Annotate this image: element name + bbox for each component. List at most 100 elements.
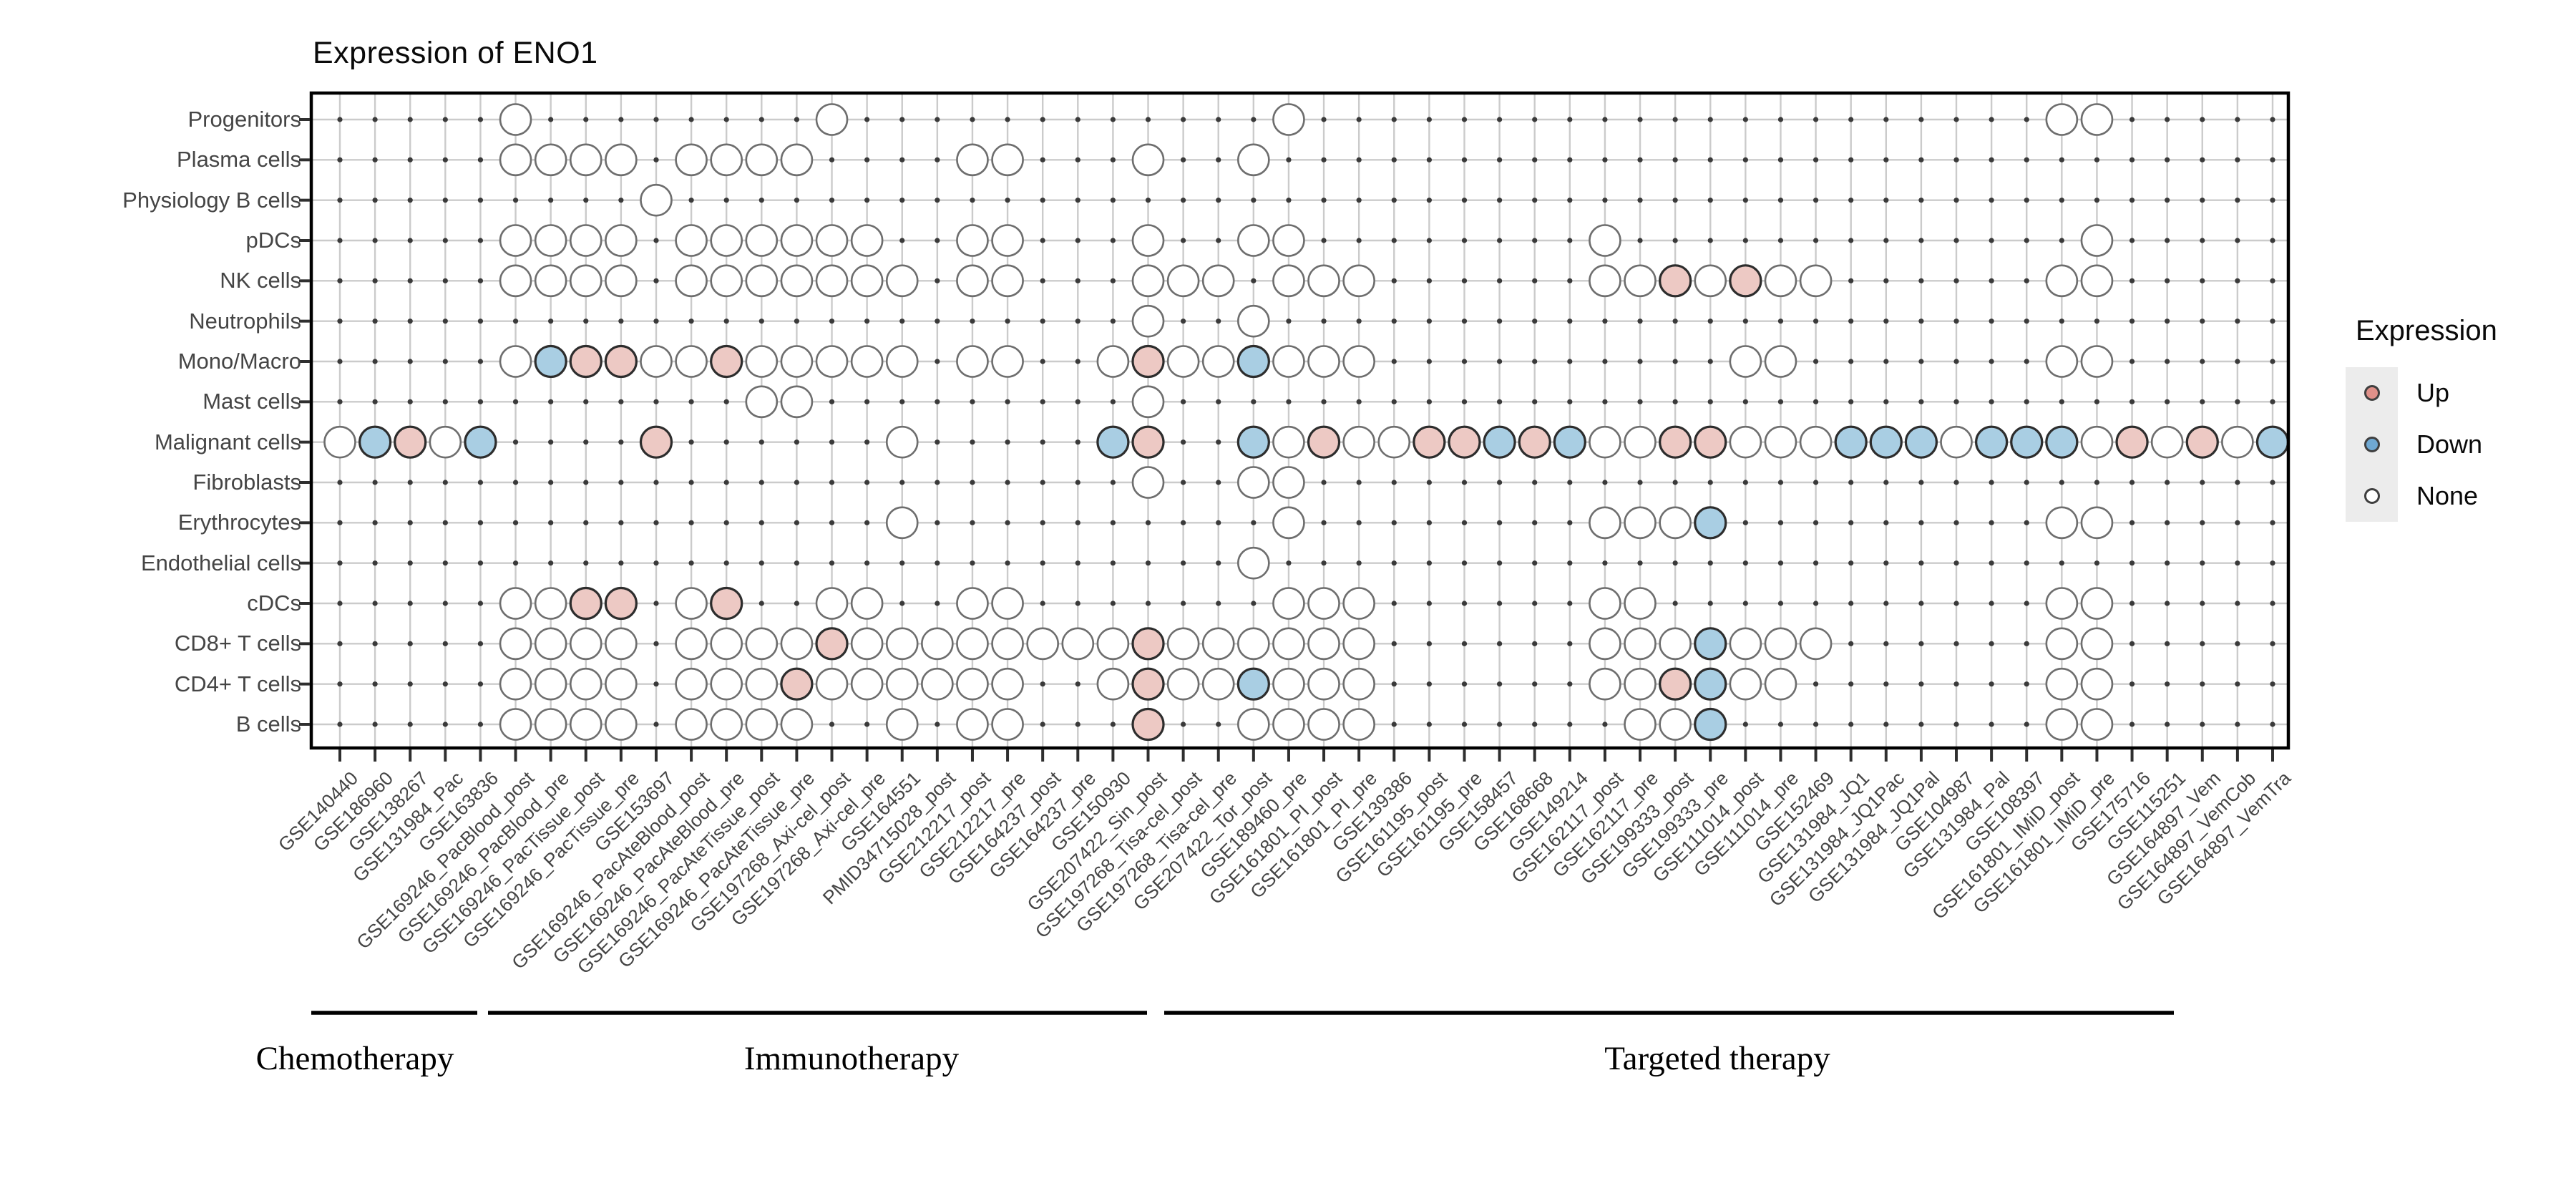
grid-point — [1672, 480, 1678, 485]
grid-point — [1461, 117, 1468, 122]
y-axis-label: Mast cells — [203, 389, 301, 414]
grid-point — [1707, 117, 1713, 122]
grid-point — [864, 198, 870, 203]
grid-point — [1005, 399, 1010, 404]
grid-point — [1110, 117, 1116, 122]
grid-point — [477, 319, 484, 324]
grid-point — [477, 520, 484, 525]
grid-point — [1040, 319, 1045, 324]
grid-point — [2094, 157, 2100, 162]
expression-dot-down — [1553, 425, 1586, 459]
grid-point — [337, 278, 343, 283]
grid-point — [1497, 238, 1503, 243]
grid-point — [970, 198, 975, 203]
expression-dot-none — [534, 708, 567, 741]
grid-point — [2094, 399, 2100, 404]
expression-dot-none — [569, 627, 602, 661]
grid-point — [337, 359, 343, 364]
grid-point — [1532, 480, 1538, 485]
grid-point — [2165, 601, 2170, 606]
grid-point — [618, 198, 624, 203]
grid-point — [1602, 319, 1608, 324]
grid-point — [688, 520, 694, 525]
grid-point — [407, 641, 413, 646]
expression-dot-none — [499, 345, 532, 378]
grid-point — [1883, 359, 1889, 364]
expression-dot-none — [640, 345, 673, 378]
grid-point — [758, 439, 764, 445]
expression-dot-none — [2045, 627, 2079, 661]
grid-point — [864, 157, 870, 162]
grid-point — [1110, 399, 1116, 404]
grid-point — [1181, 439, 1186, 445]
grid-point — [1883, 278, 1889, 283]
grid-point — [2129, 681, 2135, 687]
grid-point — [1391, 157, 1397, 162]
grid-point — [1602, 117, 1608, 122]
grid-point — [1567, 359, 1573, 364]
expression-dot-none — [1237, 546, 1270, 580]
y-axis-label: pDCs — [245, 228, 301, 253]
grid-point — [2024, 238, 2029, 243]
grid-point — [1602, 721, 1608, 727]
expression-dot-up — [1659, 667, 1692, 701]
grid-point — [2270, 721, 2275, 727]
grid-point — [1567, 319, 1573, 324]
grid-point — [1777, 480, 1784, 485]
expression-dot-none — [1589, 587, 1621, 620]
grid-point — [1145, 198, 1151, 203]
expression-dot-none — [1237, 466, 1270, 499]
grid-point — [1145, 520, 1151, 525]
grid-point — [1953, 480, 1959, 485]
expression-dot-none — [780, 345, 814, 378]
grid-point — [1356, 238, 1362, 243]
expression-dot-none — [850, 264, 884, 298]
grid-point — [758, 117, 764, 122]
expression-dot-none — [1272, 506, 1305, 540]
grid-point — [2059, 198, 2064, 203]
grid-point — [1953, 641, 1959, 646]
grid-point — [512, 560, 519, 566]
grid-point — [1075, 198, 1080, 203]
grid-point — [2059, 319, 2064, 324]
grid-point — [512, 439, 519, 445]
expression-dot-none — [499, 103, 532, 136]
group-label-targeted-therapy: Targeted therapy — [1604, 1040, 1830, 1077]
grid-point — [1075, 721, 1080, 727]
y-axis-label: Mono/Macro — [177, 349, 301, 374]
up-dot-icon — [2363, 385, 2380, 401]
grid-point — [2059, 157, 2064, 162]
grid-point — [1742, 198, 1748, 203]
grid-point — [1181, 560, 1186, 566]
grid-point — [1040, 117, 1045, 122]
expression-dot-down — [2045, 425, 2079, 459]
grid-point — [935, 319, 940, 324]
grid-point — [653, 399, 659, 404]
expression-dot-up — [710, 586, 743, 621]
grid-point — [1813, 198, 1819, 203]
grid-point — [935, 480, 940, 485]
expression-dot-none — [2080, 708, 2114, 741]
expression-dot-up — [2115, 425, 2149, 459]
grid-point — [442, 198, 448, 203]
grid-point — [1883, 721, 1889, 727]
grid-point — [1321, 480, 1327, 485]
expression-dot-none — [780, 143, 814, 177]
grid-point — [1602, 560, 1608, 566]
grid-point — [1532, 560, 1538, 566]
expression-dot-up — [569, 344, 602, 379]
expression-dot-none — [499, 667, 532, 701]
grid-point — [1391, 480, 1397, 485]
expression-dot-none — [710, 143, 743, 177]
grid-point — [1286, 560, 1292, 566]
grid-point — [337, 601, 343, 606]
grid-point — [1637, 359, 1643, 364]
grid-point — [2165, 198, 2170, 203]
grid-point — [1777, 117, 1784, 122]
grid-point — [1461, 399, 1468, 404]
grid-point — [2165, 359, 2170, 364]
grid-point — [618, 439, 624, 445]
grid-point — [1040, 439, 1045, 445]
expression-dot-up — [1307, 425, 1341, 459]
expression-dot-none — [1166, 667, 1200, 701]
